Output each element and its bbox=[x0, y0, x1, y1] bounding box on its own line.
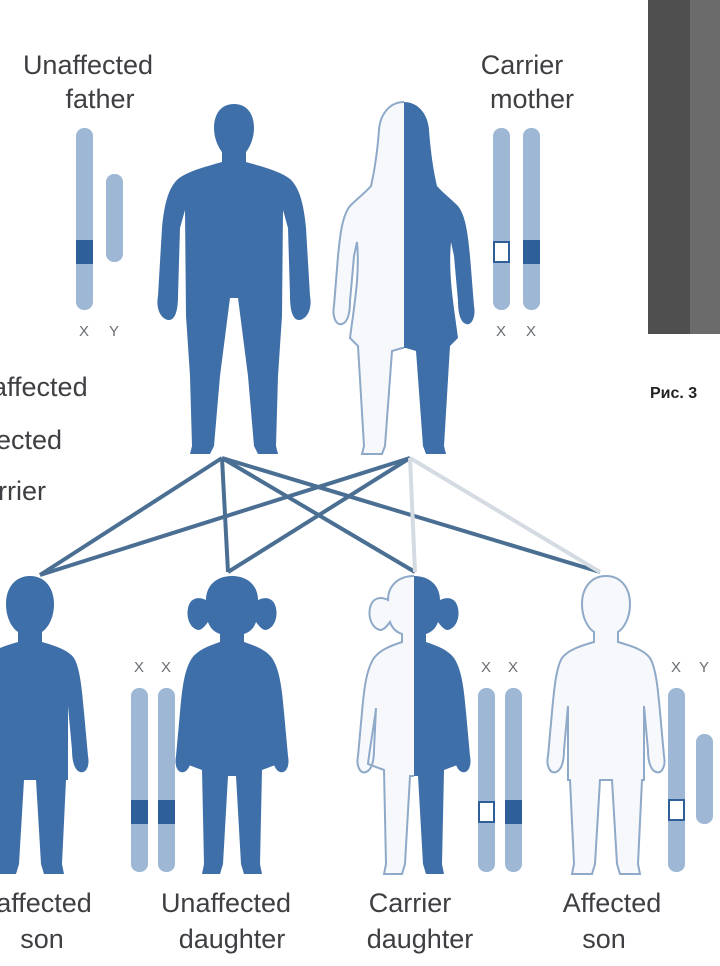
father-label-line1: Unaffected bbox=[23, 50, 153, 80]
child-affected-son-figure bbox=[547, 576, 664, 874]
child1-label-line2: son bbox=[20, 924, 64, 954]
child3-x1-mutant-gene bbox=[479, 802, 494, 822]
mother-chromosomes: X X bbox=[493, 128, 540, 340]
father-y-label: Y bbox=[109, 323, 119, 340]
mother-label: Carrier mother bbox=[481, 50, 574, 114]
legend-item-affected: ected bbox=[0, 425, 62, 455]
child4-y-label: Y bbox=[699, 659, 709, 676]
child2-x2-chromosome bbox=[158, 688, 175, 872]
line-mother-son1 bbox=[40, 458, 410, 575]
child1-label-line1: affected bbox=[0, 888, 92, 918]
child-unaffected-daughter-chromosomes: X X bbox=[131, 659, 175, 872]
father-x-chromosome bbox=[76, 128, 93, 310]
child-carrier-daughter-figure bbox=[357, 576, 470, 874]
photo-caption: Рис. 3 bbox=[650, 385, 697, 402]
child-carrier-daughter-chromosomes: X X bbox=[478, 659, 522, 872]
father-y-chromosome bbox=[106, 174, 123, 262]
mother-label-line1: Carrier bbox=[481, 50, 564, 80]
inheritance-lines bbox=[40, 458, 600, 575]
child-affected-son-label: Affected son bbox=[563, 888, 662, 954]
father-x-label: X bbox=[79, 323, 89, 340]
photo-fragment: Рис. 3 bbox=[648, 0, 720, 402]
child2-x1-chromosome bbox=[131, 688, 148, 872]
line-mother-son2 bbox=[410, 458, 600, 572]
child-unaffected-son-figure bbox=[0, 576, 89, 874]
mother-label-line2: mother bbox=[490, 84, 574, 114]
child2-x2-label: X bbox=[161, 659, 171, 676]
child4-x-chromosome bbox=[668, 688, 685, 872]
father-x-normal-gene bbox=[76, 240, 93, 264]
child-unaffected-son-label: affected son bbox=[0, 888, 92, 954]
photo-highlight bbox=[690, 0, 720, 334]
mother-x2-chromosome bbox=[523, 128, 540, 310]
line-father-son1 bbox=[40, 458, 222, 575]
father-figure bbox=[157, 104, 310, 454]
child4-label-line2: son bbox=[582, 924, 626, 954]
child2-x2-normal-gene bbox=[158, 800, 175, 824]
child3-x2-label: X bbox=[508, 659, 518, 676]
child-unaffected-daughter-figure bbox=[175, 576, 288, 874]
father-label: Unaffected father bbox=[23, 50, 153, 114]
mother-x2-normal-gene bbox=[523, 240, 540, 264]
child-carrier-daughter-label: Carrier daughter bbox=[367, 888, 474, 954]
mother-figure bbox=[333, 102, 474, 454]
mother-x2-label: X bbox=[526, 323, 536, 340]
mother-x1-chromosome bbox=[493, 128, 510, 310]
child3-label-line2: daughter bbox=[367, 924, 474, 954]
child3-x1-label: X bbox=[481, 659, 491, 676]
child4-x-label: X bbox=[671, 659, 681, 676]
child3-x2-chromosome bbox=[505, 688, 522, 872]
child3-x2-normal-gene bbox=[505, 800, 522, 824]
father-label-line2: father bbox=[65, 84, 134, 114]
legend: affected ected rrier bbox=[0, 372, 88, 506]
mother-x1-label: X bbox=[496, 323, 506, 340]
child-unaffected-daughter-label: Unaffected daughter bbox=[161, 888, 291, 954]
child3-x1-chromosome bbox=[478, 688, 495, 872]
child2-x1-normal-gene bbox=[131, 800, 148, 824]
father-chromosomes: X Y bbox=[76, 128, 123, 340]
legend-item-carrier: rrier bbox=[0, 476, 46, 506]
mother-x1-mutant-gene bbox=[494, 242, 509, 262]
child4-x-mutant-gene bbox=[669, 800, 684, 820]
child-affected-son-chromosomes: X Y bbox=[668, 659, 713, 872]
child2-label-line2: daughter bbox=[179, 924, 286, 954]
child2-x1-label: X bbox=[134, 659, 144, 676]
child4-y-chromosome bbox=[696, 734, 713, 824]
child4-label-line1: Affected bbox=[563, 888, 662, 918]
line-mother-daughter2 bbox=[410, 458, 415, 572]
legend-item-unaffected: affected bbox=[0, 372, 88, 402]
child3-label-line1: Carrier bbox=[369, 888, 452, 918]
child2-label-line1: Unaffected bbox=[161, 888, 291, 918]
